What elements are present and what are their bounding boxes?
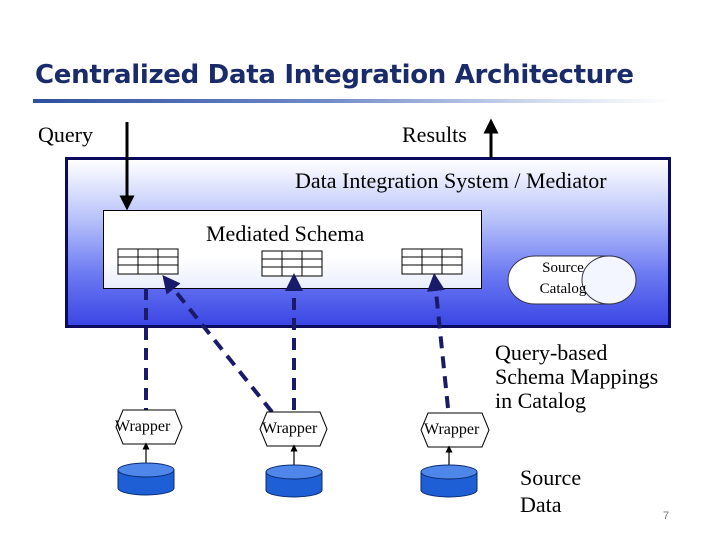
source-data-line2: Data bbox=[520, 492, 562, 517]
wrapper-hexagon-icon bbox=[115, 409, 183, 445]
schema-mappings-label: Query-based Schema Mappings in Catalog bbox=[495, 341, 658, 413]
wrapper-label: Wrapper bbox=[424, 421, 480, 438]
table-icon bbox=[117, 248, 179, 275]
wrapper-label: Wrapper bbox=[115, 418, 171, 435]
database-icon bbox=[117, 462, 175, 496]
wrapper-label: Wrapper bbox=[262, 420, 318, 437]
schema-mappings-line1: Query-based bbox=[495, 340, 608, 365]
source-catalog-label: Source Catalog bbox=[520, 258, 606, 300]
query-label: Query bbox=[38, 122, 93, 147]
slide-title: Centralized Data Integration Architectur… bbox=[35, 60, 634, 90]
wrapper1-mapping-arrow bbox=[162, 274, 274, 414]
results-label: Results bbox=[402, 122, 467, 147]
schema-mappings-line2: Schema Mappings bbox=[495, 364, 659, 389]
wrapper3-mapping-arrow bbox=[426, 273, 450, 409]
wrapper-hexagon-icon bbox=[420, 412, 490, 448]
page-number: 7 bbox=[663, 510, 670, 522]
mediated-schema-label: Mediated Schema bbox=[206, 221, 365, 246]
database-icon bbox=[265, 464, 323, 498]
source-catalog-line2: Catalog bbox=[539, 281, 587, 297]
table-icon bbox=[401, 248, 463, 275]
wrapper-hexagon-icon bbox=[259, 411, 328, 447]
source-catalog-line1: Source bbox=[542, 260, 584, 276]
schema-mappings-line3: in Catalog bbox=[495, 388, 587, 413]
database-icon bbox=[420, 464, 478, 498]
mediator-label: Data Integration System / Mediator bbox=[295, 168, 607, 193]
table-icon bbox=[261, 250, 323, 277]
title-underline bbox=[33, 99, 673, 103]
source-catalog-cylinder-icon bbox=[507, 255, 637, 305]
source-data-line1: Source bbox=[520, 465, 582, 490]
source-data-label: Source Data bbox=[520, 464, 581, 518]
